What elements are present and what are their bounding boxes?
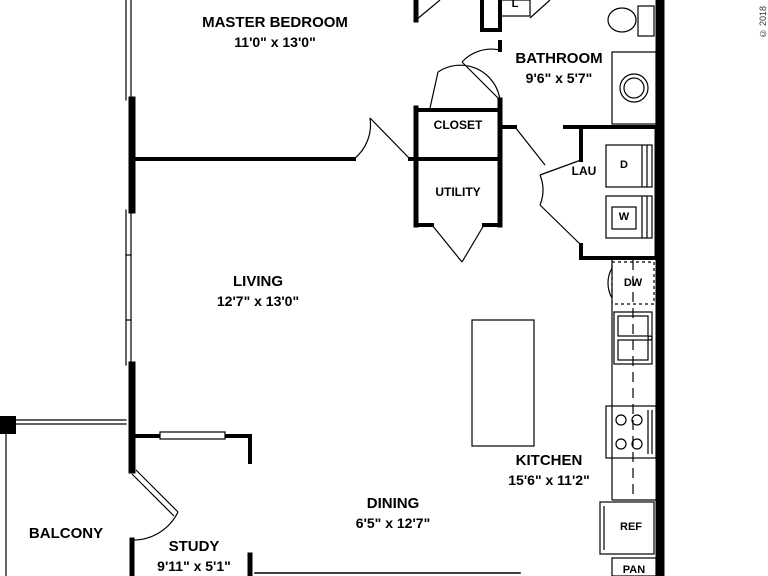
room-name-kitchen: KITCHEN (515, 452, 583, 469)
room-dim-master-bedroom: 11'0" x 13'0" (234, 34, 316, 50)
copyright-note: © 2018 (758, 6, 768, 39)
windows (159, 431, 226, 440)
room-name-dining: DINING (366, 495, 420, 512)
room-name-balcony: BALCONY (28, 525, 104, 542)
label-washer: W (618, 211, 630, 223)
kitchen-fixtures (471, 260, 657, 576)
room-name-living: LIVING (232, 273, 283, 290)
room-name-bathroom: BATHROOM (515, 50, 603, 67)
label-laundry: LAU (571, 164, 597, 178)
room-name-study: STUDY (168, 538, 220, 555)
label-closet: CLOSET (433, 118, 483, 132)
stove-icon (605, 405, 657, 459)
room-dim-dining: 6'5" x 12'7" (355, 515, 431, 531)
dryer-icon (605, 144, 653, 188)
room-dim-study: 9'11" x 5'1" (157, 558, 231, 574)
laundry-fixtures (605, 144, 653, 239)
sink-icon (619, 73, 649, 103)
doors (131, 0, 582, 541)
room-dim-bathroom: 9'6" x 5'7" (525, 70, 593, 86)
label-refrigerator: REF (620, 521, 642, 533)
pantry-icon (611, 557, 657, 576)
label-pantry: PAN (622, 564, 646, 576)
room-dim-kitchen: 15'6" x 11'2" (508, 472, 590, 488)
dishwasher-icon (611, 261, 655, 305)
walls (0, 0, 665, 576)
room-dim-living: 12'7" x 13'0" (216, 293, 300, 309)
toilet-icon (607, 7, 637, 33)
label-dishwasher: DW (623, 277, 643, 289)
washer-icon (605, 195, 653, 239)
island (471, 319, 535, 447)
label-linen: L (511, 0, 519, 10)
room-name-master-bedroom: MASTER BEDROOM (202, 14, 348, 31)
bath-fixtures (499, 0, 657, 125)
refrigerator-icon (599, 501, 655, 555)
label-dryer: D (620, 159, 628, 171)
label-utility: UTILITY (435, 185, 481, 199)
